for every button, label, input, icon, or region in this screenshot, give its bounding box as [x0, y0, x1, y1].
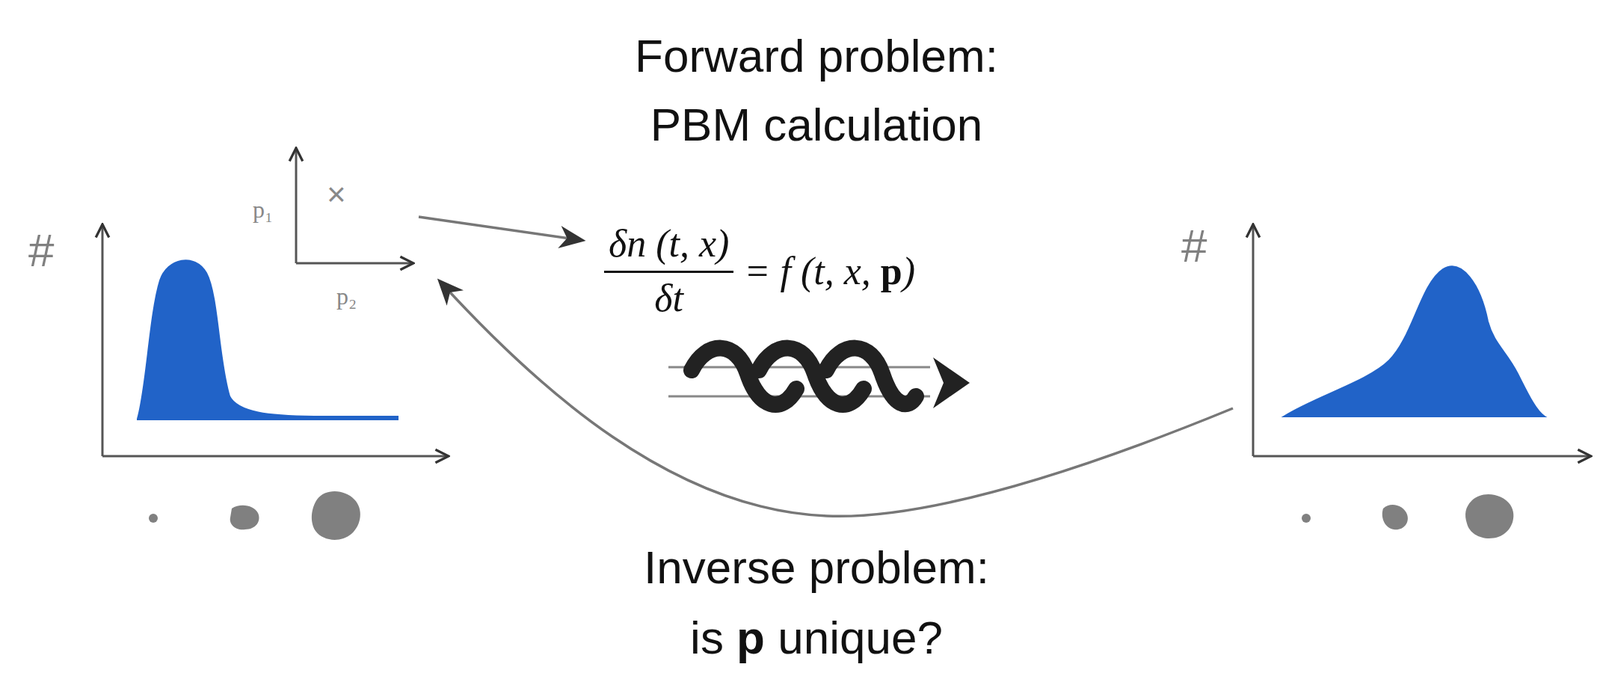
- equation-rhs: = f (t, x, p): [743, 248, 916, 294]
- title-text: Forward problem: PBM calculation: [625, 21, 1008, 160]
- inverse-arrow: [441, 282, 1233, 516]
- denominator: δt: [604, 270, 734, 321]
- numerator: δn (t, x): [604, 221, 734, 271]
- count-symbol: #: [1181, 219, 1207, 273]
- fraction: δn (t, x)δt: [604, 221, 734, 321]
- equation: δn (t, x)δt= f (t, x, p): [604, 221, 916, 321]
- question-text: Inverse problem: is p unique?: [625, 532, 1008, 673]
- forward-arrow: [418, 216, 581, 240]
- right-histogram: [1253, 224, 1592, 539]
- parameter-axes: [296, 148, 414, 264]
- axis-label: p₂: [336, 282, 357, 311]
- helix-symbol: [668, 348, 970, 409]
- left-histogram: [102, 224, 449, 540]
- count-symbol: #: [28, 223, 54, 277]
- axis-label: p₁: [252, 195, 273, 224]
- parameter-marker: ×: [326, 174, 347, 214]
